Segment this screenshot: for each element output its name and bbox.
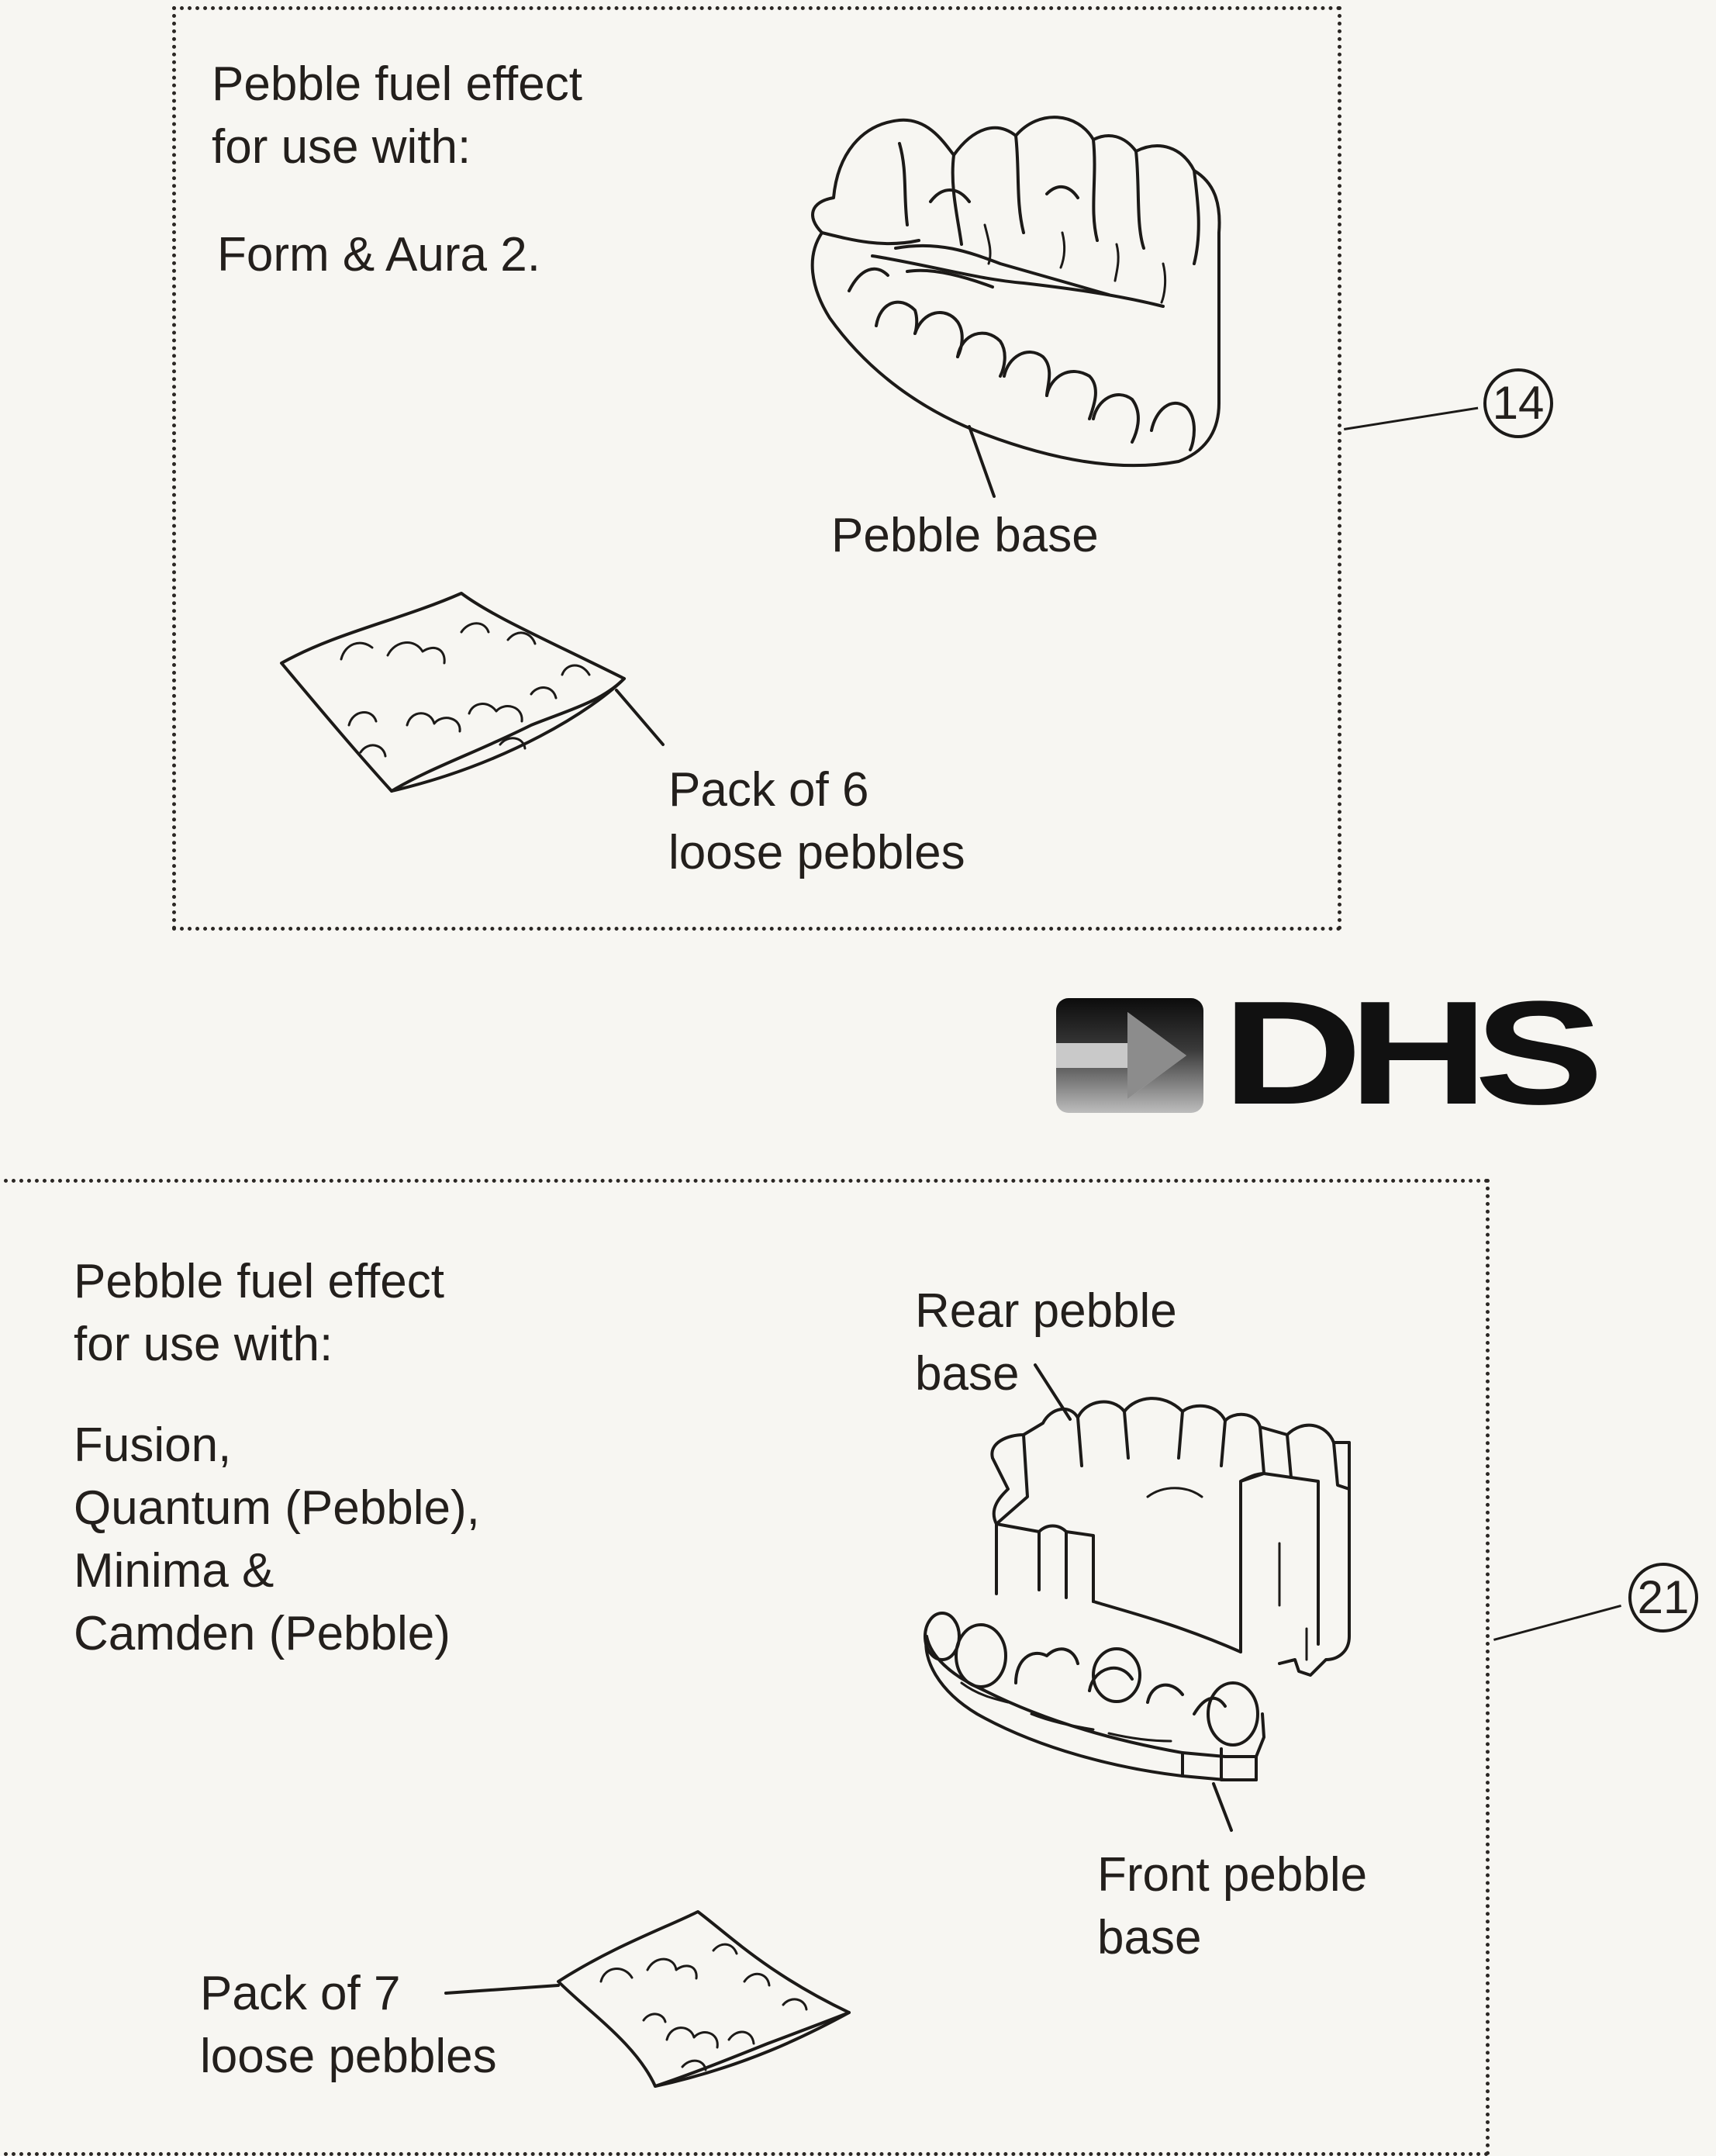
bottom-heading-line1: Pebble fuel effect bbox=[74, 1255, 444, 1308]
callout-21: 21 bbox=[1628, 1563, 1698, 1633]
pebble-pack-small-icon bbox=[444, 1910, 851, 2088]
pebble-pack-icon bbox=[280, 592, 665, 793]
bottom-label-rear-line1: Rear pebble bbox=[915, 1284, 1177, 1338]
pebble-base-pair-icon bbox=[924, 1363, 1351, 1832]
top-heading-line1: Pebble fuel effect bbox=[212, 57, 582, 111]
top-heading-line2: for use with: bbox=[212, 120, 471, 174]
callout-14: 14 bbox=[1483, 368, 1553, 438]
callout-14-leader bbox=[1344, 406, 1479, 430]
top-panel-border bbox=[172, 6, 1341, 931]
bottom-heading-line2: for use with: bbox=[74, 1318, 333, 1371]
callout-21-leader bbox=[1493, 1605, 1621, 1641]
bottom-models-line2: Quantum (Pebble), bbox=[74, 1481, 480, 1535]
top-label-pebble-base: Pebble base bbox=[831, 509, 1099, 562]
bottom-label-front-line1: Front pebble bbox=[1097, 1848, 1368, 1902]
bottom-label-pack-line2: loose pebbles bbox=[200, 2030, 497, 2083]
bottom-models-line4: Camden (Pebble) bbox=[74, 1607, 451, 1660]
top-label-pack-line1: Pack of 6 bbox=[668, 763, 869, 817]
bottom-models-line3: Minima & bbox=[74, 1544, 274, 1598]
bottom-models-line1: Fusion, bbox=[74, 1418, 232, 1472]
bottom-label-pack-line1: Pack of 7 bbox=[200, 1967, 401, 2020]
dhs-arrow-logo-mark-icon bbox=[1056, 998, 1203, 1113]
top-label-pack-line2: loose pebbles bbox=[668, 826, 965, 879]
top-models: Form & Aura 2. bbox=[217, 228, 540, 282]
dhs-logo: DHS bbox=[1056, 980, 1604, 1127]
bottom-label-rear-line2: base bbox=[915, 1347, 1020, 1401]
dhs-logo-text: DHS bbox=[1222, 971, 1604, 1135]
bottom-label-front-line2: base bbox=[1097, 1911, 1202, 1964]
pebble-base-icon bbox=[810, 116, 1221, 498]
